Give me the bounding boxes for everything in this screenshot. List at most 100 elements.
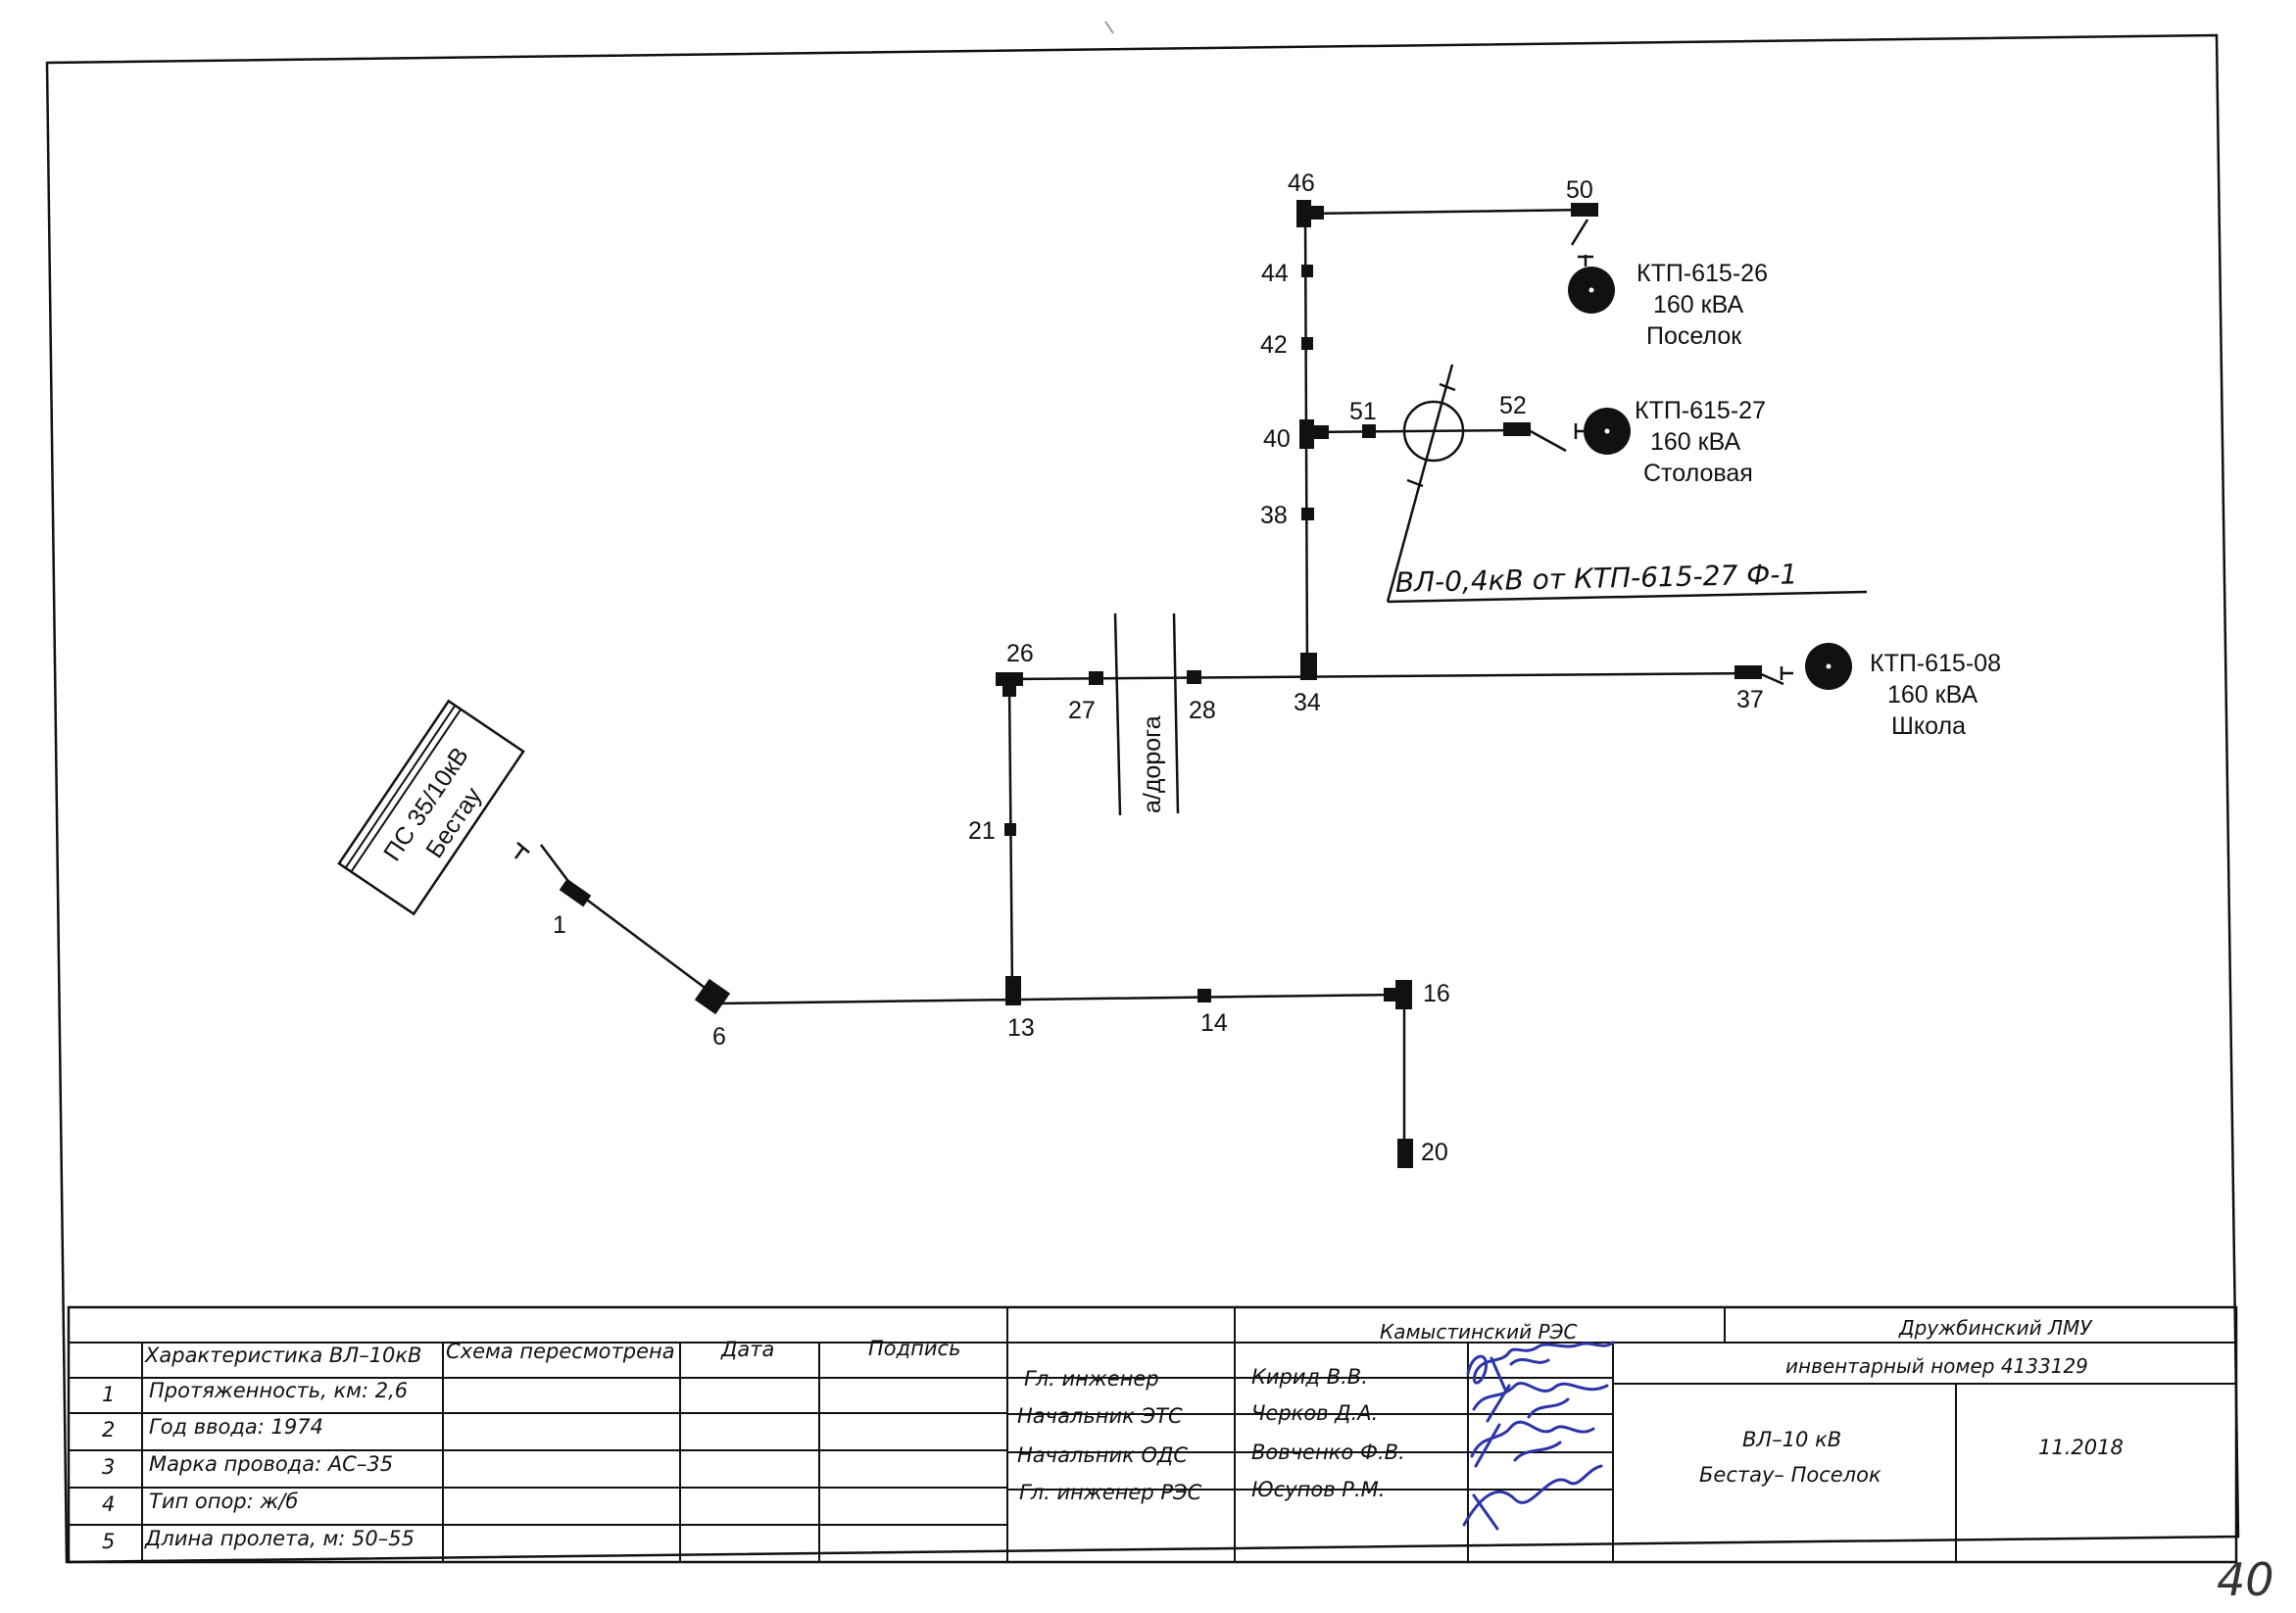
- pole-label: 44: [1261, 260, 1289, 287]
- pole-label: 34: [1294, 689, 1321, 716]
- pole-label: 27: [1068, 697, 1096, 724]
- pole-34: [1300, 653, 1317, 680]
- pole-16: [1395, 980, 1412, 1009]
- row-text: Марка провода: АС–35: [149, 1452, 393, 1476]
- transformer-power: 160 кВА: [1650, 428, 1740, 456]
- signatures: [1462, 1341, 1615, 1531]
- pole-label: 50: [1566, 176, 1593, 204]
- org-right: Дружбинский ЛМУ: [1898, 1316, 2093, 1340]
- row-number: 2: [102, 1418, 115, 1442]
- pole-label: 21: [968, 817, 996, 845]
- pole-44: [1301, 265, 1313, 277]
- corner-mark: [1104, 21, 1114, 34]
- transformer-ktp-615-08: КТП-615-08 160 кВА Школа: [1805, 643, 2001, 740]
- transformer-power: 160 кВА: [1887, 681, 1978, 709]
- position-name: Черков Д.А.: [1251, 1401, 1378, 1425]
- pole-13: [1005, 976, 1021, 1005]
- substation-breaker: [513, 842, 530, 859]
- pole-label: 46: [1288, 170, 1315, 197]
- title-block: Характеристика ВЛ–10кВ Схема пересмотрен…: [67, 1305, 2238, 1564]
- pole-42: [1301, 337, 1313, 350]
- pole-label: 42: [1260, 331, 1288, 359]
- transformer-place: Столовая: [1643, 460, 1753, 487]
- lv-crossing: [1386, 364, 1868, 604]
- pole-6: [694, 978, 731, 1015]
- pole-label: 38: [1260, 502, 1288, 529]
- pole-label: 28: [1189, 697, 1216, 724]
- transformer-place: Поселок: [1646, 322, 1742, 350]
- pole-label: 51: [1349, 398, 1377, 425]
- pole-label: 26: [1006, 640, 1034, 667]
- pole-40-arm: [1311, 425, 1329, 439]
- pole-label: 14: [1200, 1009, 1228, 1037]
- pole-40: [1299, 419, 1314, 449]
- pole-20: [1397, 1139, 1413, 1168]
- poles: [559, 200, 1762, 1168]
- row-number: 4: [102, 1492, 115, 1516]
- pole-16-arm: [1384, 988, 1399, 1002]
- row-text: Протяженность, км: 2,6: [149, 1379, 408, 1402]
- position-title: Гл. инженер: [1024, 1367, 1159, 1391]
- table-col-header: Характеристика ВЛ–10кВ: [144, 1344, 421, 1367]
- position-name: Вовченко Ф.В.: [1251, 1441, 1405, 1464]
- page-number: 40: [2217, 1553, 2274, 1606]
- pole-label: 6: [712, 1023, 726, 1051]
- drawing-date: 11.2018: [2038, 1436, 2124, 1459]
- inventory-number: инвентарный номер 4133129: [1785, 1354, 2088, 1378]
- pole-labels: 1 6 13 14 16 20 21 26 27 28 34 37 38 40 …: [553, 170, 1764, 1166]
- position-title: Гл. инженер РЭС: [1019, 1481, 1202, 1504]
- pole-28: [1187, 670, 1201, 684]
- table-col-revised: Схема пересмотрена: [446, 1340, 675, 1363]
- row-text: Длина пролета, м: 50–55: [144, 1527, 415, 1550]
- line-route: Бестау– Поселок: [1699, 1463, 1881, 1487]
- pole-label: 1: [553, 911, 566, 939]
- transformer-place: Школа: [1891, 712, 1966, 740]
- pole-50: [1571, 203, 1598, 217]
- pole-27: [1089, 671, 1103, 685]
- org-left: Камыстинский РЭС: [1380, 1320, 1578, 1344]
- transformer-power: 160 кВА: [1653, 291, 1743, 318]
- transformer-name: КТП-615-26: [1637, 260, 1768, 287]
- pole-14: [1197, 989, 1211, 1002]
- road-label: а/дорога: [1139, 715, 1166, 813]
- row-number: 3: [102, 1455, 115, 1479]
- table-rows: 1 Протяженность, км: 2,6 2 Год ввода: 19…: [102, 1379, 415, 1553]
- table-col-sign: Подпись: [868, 1337, 960, 1360]
- position-name: Кирид В.В.: [1251, 1365, 1368, 1389]
- pole-26-stem: [1002, 681, 1016, 697]
- pole-52: [1503, 422, 1531, 436]
- row-text: Год ввода: 1974: [149, 1415, 323, 1439]
- pole-label: 40: [1263, 425, 1291, 453]
- pole-37: [1734, 665, 1762, 679]
- position-name: Юсупов Р.М.: [1251, 1478, 1385, 1501]
- pole-46: [1296, 200, 1311, 227]
- pole-label: 16: [1423, 980, 1450, 1007]
- pole-38: [1301, 508, 1314, 520]
- position-title: Начальник ЭТС: [1017, 1404, 1183, 1428]
- pole-51: [1362, 424, 1376, 438]
- position-title: Начальник ОДС: [1017, 1443, 1188, 1467]
- transformer-name: КТП-615-08: [1870, 650, 2001, 677]
- row-number: 5: [102, 1530, 115, 1553]
- transformer-name: КТП-615-27: [1635, 397, 1766, 424]
- substation: ПС 35/10кВ Бестау: [337, 699, 525, 916]
- pole-label: 52: [1499, 392, 1527, 419]
- row-number: 1: [102, 1383, 115, 1406]
- pole-label: 37: [1736, 686, 1764, 713]
- pole-label: 13: [1007, 1014, 1035, 1042]
- approvals: Гл. инженер Кирид В.В. Начальник ЭТС Чер…: [1017, 1365, 1405, 1504]
- transformer-ktp-615-26: КТП-615-26 160 кВА Поселок: [1568, 260, 1768, 350]
- wires: [540, 208, 1793, 1154]
- row-text: Тип опор: ж/б: [149, 1490, 298, 1513]
- road-lines: [1113, 612, 1180, 816]
- pole-label: 20: [1421, 1139, 1448, 1166]
- sheet-border: [45, 33, 2240, 1564]
- line-name: ВЛ–10 кВ: [1742, 1428, 1841, 1451]
- transformer-ktp-615-27: КТП-615-27 160 кВА Столовая: [1584, 397, 1766, 487]
- pole-46-arm: [1308, 206, 1324, 220]
- pole-1: [559, 878, 592, 907]
- pole-21: [1004, 823, 1016, 836]
- table-col-date: Дата: [720, 1338, 774, 1361]
- branch-label: ВЛ-0,4кВ от КТП-615-27 Ф-1: [1394, 558, 1797, 599]
